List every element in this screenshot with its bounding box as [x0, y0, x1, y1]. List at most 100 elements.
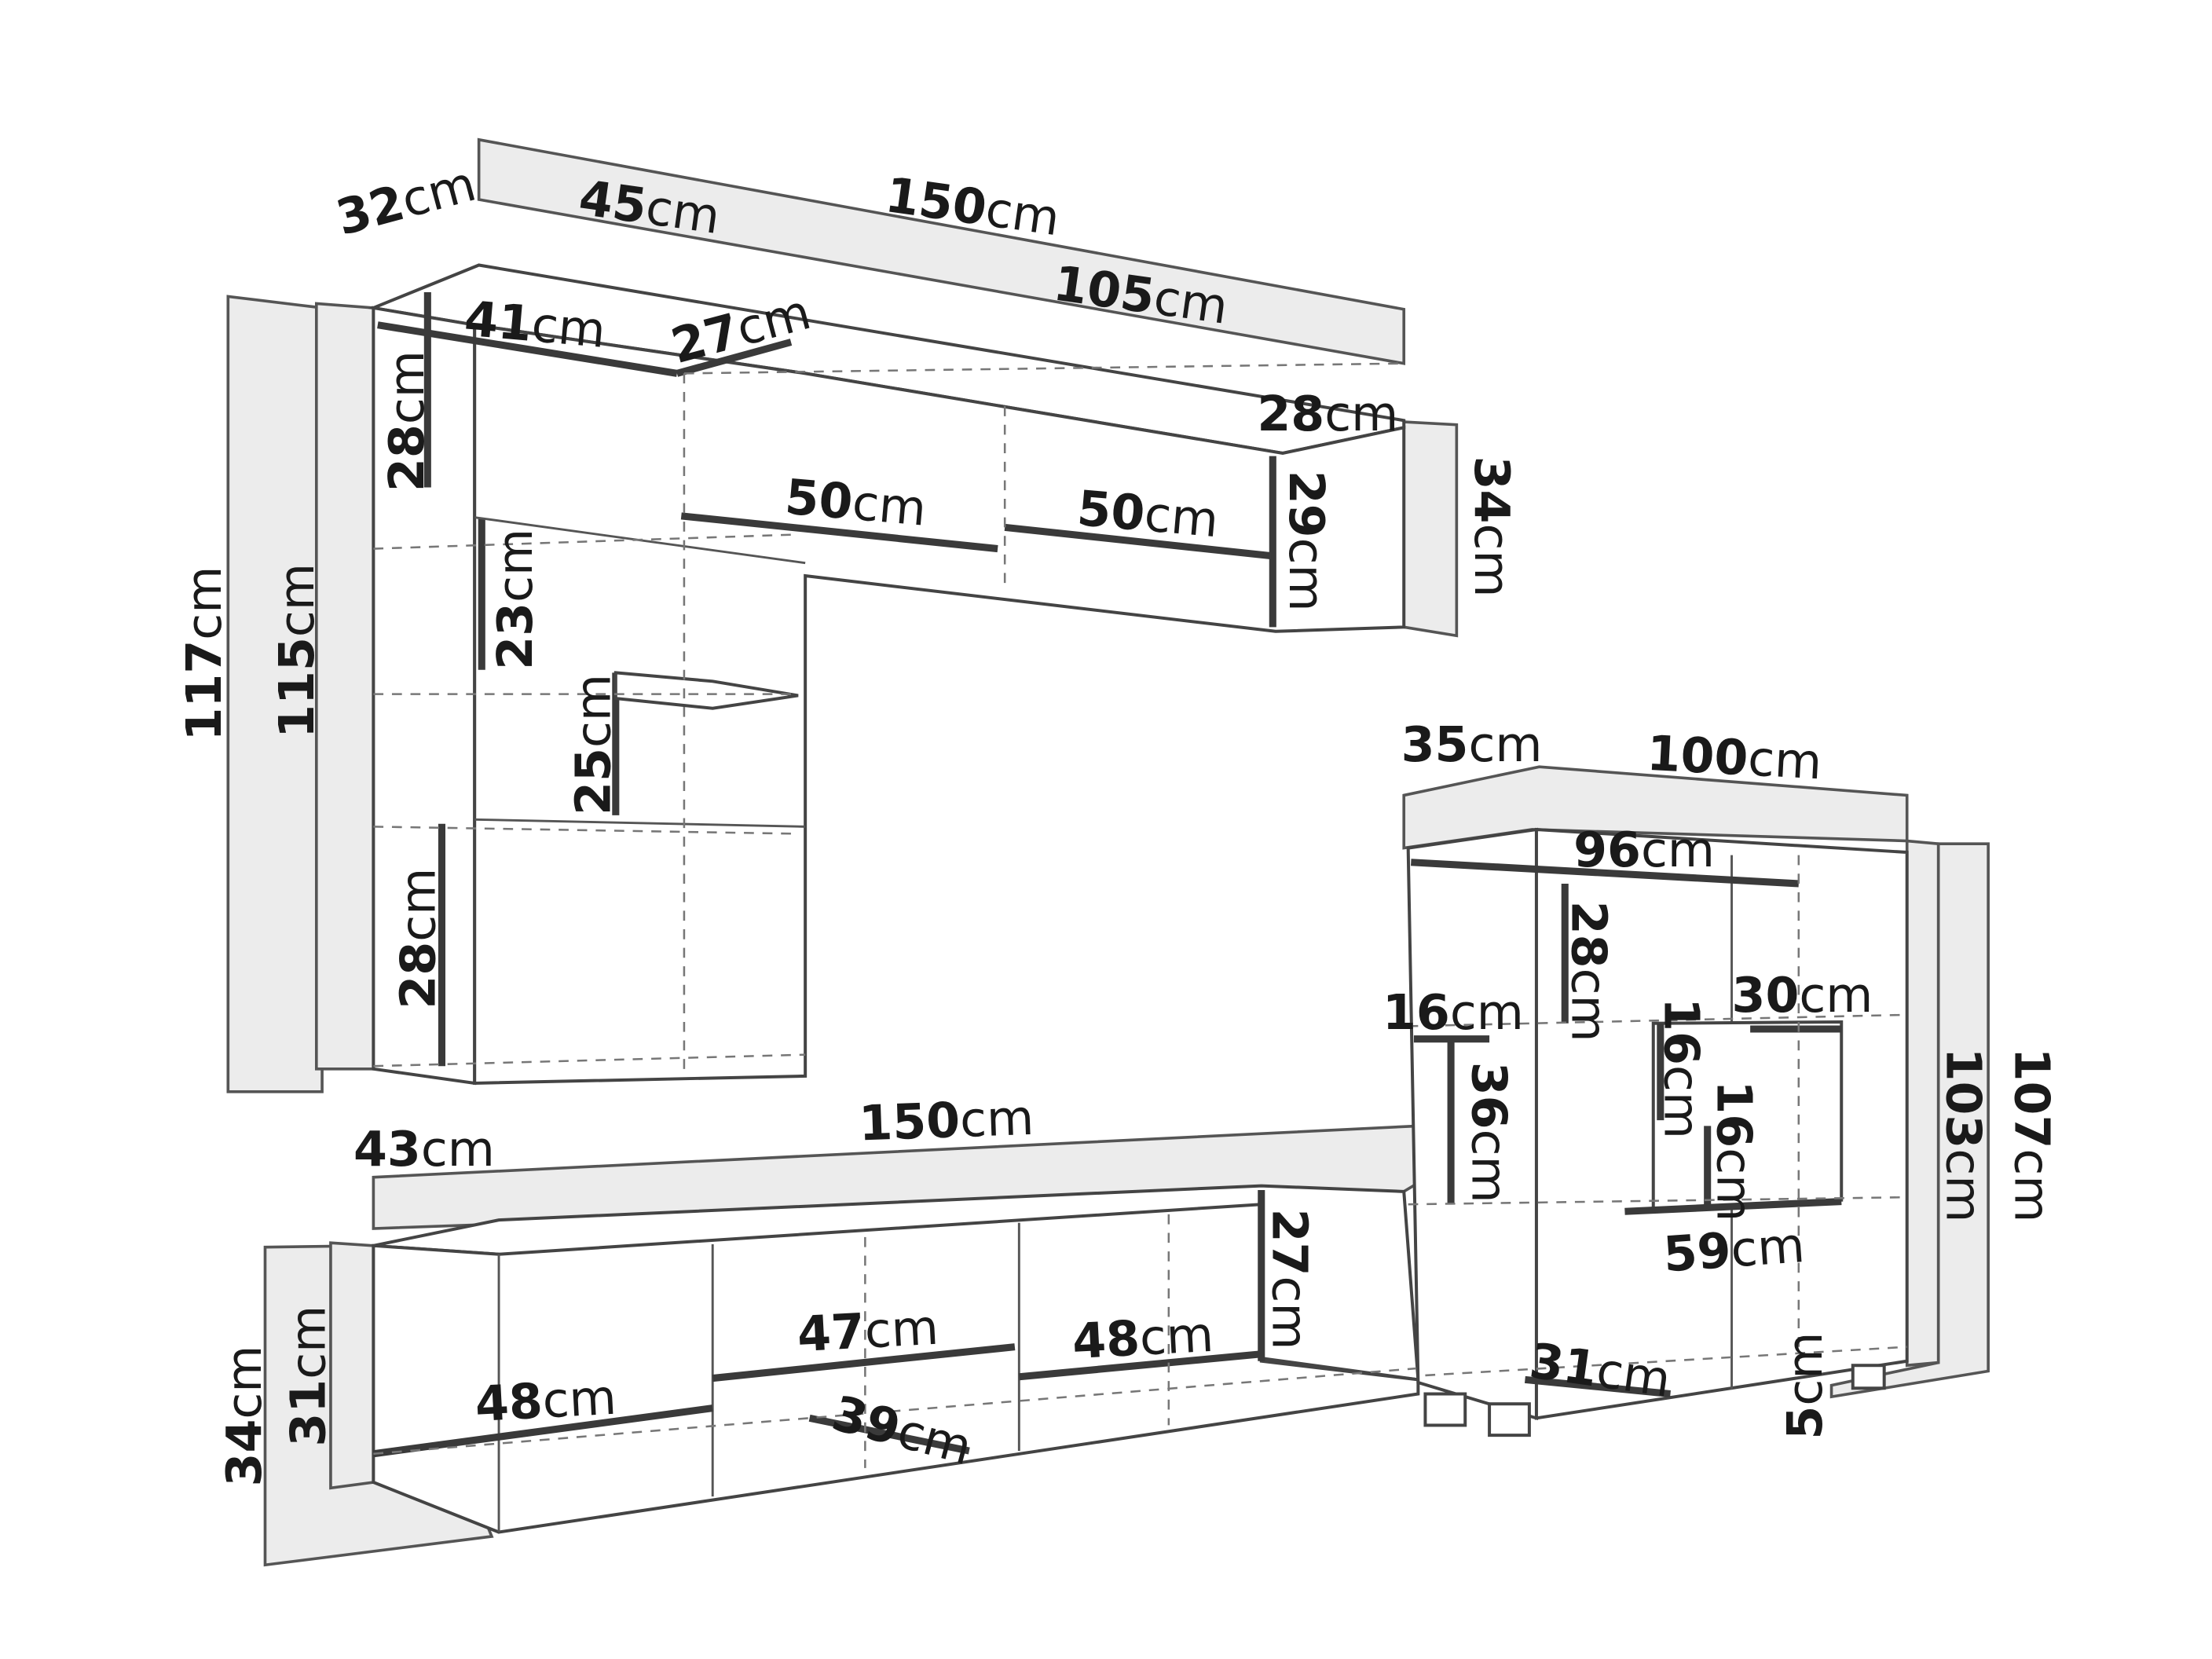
hidden-line	[373, 533, 799, 550]
dim-line-50-a	[680, 512, 998, 553]
dimension-unit: cm	[1468, 716, 1542, 773]
dimension-value: 5	[1777, 1406, 1833, 1440]
dimension-unit: cm	[1641, 822, 1715, 878]
dim-line-39	[808, 1414, 970, 1455]
dimension-unit: cm	[643, 179, 723, 245]
dimension-value: 27	[1261, 1209, 1317, 1276]
dimension-label: 48cm	[474, 1369, 617, 1433]
dimension-label: 30cm	[1732, 967, 1873, 1024]
dimension-label: 150cm	[882, 167, 1064, 247]
dimension-label: 41cm	[462, 291, 607, 359]
dimension-unit: cm	[1705, 1148, 1762, 1221]
dimension-unit: cm	[982, 181, 1063, 247]
dimension-label: 27cm	[1261, 1209, 1317, 1350]
dimension-label: 107cm	[2004, 1048, 2060, 1223]
height-guide-117	[226, 295, 324, 1093]
dimension-value: 105	[1050, 255, 1159, 325]
cubby-box	[1651, 1020, 1844, 1210]
dim-line-47	[712, 1343, 1016, 1382]
dimension-label: 25cm	[566, 674, 622, 815]
dimension-label: 150cm	[858, 1090, 1035, 1152]
dimension-value: 96	[1573, 822, 1641, 878]
dim-line-48-right	[1018, 1350, 1262, 1381]
dimension-unit: cm	[529, 296, 608, 359]
dimension-value: 16	[1653, 998, 1709, 1065]
dimension-value: 100	[1646, 725, 1749, 787]
wall-unit-front	[473, 323, 1406, 1086]
dimension-value: 31	[280, 1379, 337, 1447]
shelf-line	[474, 818, 806, 828]
dimension-unit: cm	[850, 474, 928, 537]
dim-line-31	[1525, 1375, 1671, 1398]
foot	[1488, 1402, 1531, 1437]
dimension-value: 41	[462, 291, 534, 353]
top-depth-guide	[372, 1124, 1420, 1230]
dimension-value: 115	[269, 637, 325, 738]
dimension-unit: cm	[1278, 538, 1335, 612]
dimension-label: 28cm	[1257, 386, 1398, 442]
dimension-value: 35	[1401, 716, 1469, 773]
dimension-value: 107	[2004, 1048, 2060, 1149]
dimension-label: 103cm	[1936, 1048, 1992, 1223]
dimension-label: 29cm	[1278, 471, 1335, 612]
dimension-unit: cm	[541, 1369, 618, 1430]
hidden-line	[373, 826, 799, 835]
height-guide-31	[329, 1241, 375, 1490]
dimension-value: 45	[576, 170, 650, 235]
dimension-label: 36cm	[1460, 1062, 1517, 1203]
dimension-unit: cm	[959, 1090, 1035, 1148]
dimension-unit: cm	[1593, 1342, 1674, 1408]
dimension-unit: cm	[1799, 967, 1873, 1024]
dimension-unit: cm	[1653, 1065, 1709, 1139]
dimension-unit: cm	[1936, 1148, 1992, 1222]
dimension-label: 43cm	[353, 1121, 495, 1177]
hidden-line	[1408, 1196, 1907, 1206]
dimension-label: 105cm	[1050, 255, 1232, 335]
dimension-label: 28cm	[1560, 901, 1617, 1042]
dimension-label: 31cm	[280, 1306, 337, 1447]
dimension-value: 150	[882, 167, 991, 236]
dimension-value: 50	[783, 468, 855, 530]
hidden-line	[373, 1053, 806, 1068]
dimension-label: 16cm	[1382, 984, 1524, 1041]
tv-unit	[263, 1124, 1420, 1567]
dimension-value: 43	[353, 1121, 421, 1177]
dimension-label: 50cm	[1075, 480, 1221, 548]
dim-line-59	[1624, 1198, 1842, 1215]
dimension-value: 59	[1661, 1222, 1733, 1284]
height-guide-103	[1905, 839, 1940, 1368]
hidden-line	[373, 1367, 1419, 1455]
foot	[1851, 1364, 1886, 1390]
dimension-label: 45cm	[576, 170, 723, 245]
dimension-unit: cm	[269, 563, 325, 637]
dimension-label: 16cm	[1705, 1080, 1762, 1221]
dimension-value: 150	[858, 1092, 961, 1152]
dimension-value: 50	[1075, 480, 1148, 542]
top-depth-guide	[477, 137, 1406, 365]
dimension-unit: cm	[1142, 485, 1221, 548]
foot	[1423, 1392, 1467, 1427]
dimension-unit: cm	[487, 529, 544, 602]
dimension-value: 28	[379, 424, 435, 492]
dimension-unit: cm	[421, 1121, 495, 1177]
dimension-label: 34cm	[216, 1346, 273, 1487]
wall-unit	[226, 137, 1459, 1093]
dimension-label: 48cm	[1071, 1306, 1214, 1370]
dimension-label: 31cm	[1526, 1332, 1674, 1408]
dim-line-48-left	[372, 1404, 713, 1458]
dimension-unit: cm	[1261, 1276, 1317, 1350]
dim-line-27	[676, 339, 793, 377]
dimension-value: 16	[1705, 1080, 1762, 1148]
dimension-value: 16	[1382, 984, 1450, 1041]
dimension-value: 28	[390, 942, 446, 1009]
dimension-unit: cm	[566, 674, 622, 748]
dimension-value: 29	[1278, 471, 1335, 538]
dimension-label: 59cm	[1661, 1217, 1806, 1283]
dimension-unit: cm	[1150, 269, 1231, 335]
dimension-unit: cm	[176, 566, 233, 640]
dimension-value: 28	[1257, 386, 1324, 442]
dimension-label: 117cm	[176, 566, 233, 742]
dimension-unit: cm	[1450, 984, 1524, 1041]
dimension-unit: cm	[1138, 1306, 1215, 1367]
